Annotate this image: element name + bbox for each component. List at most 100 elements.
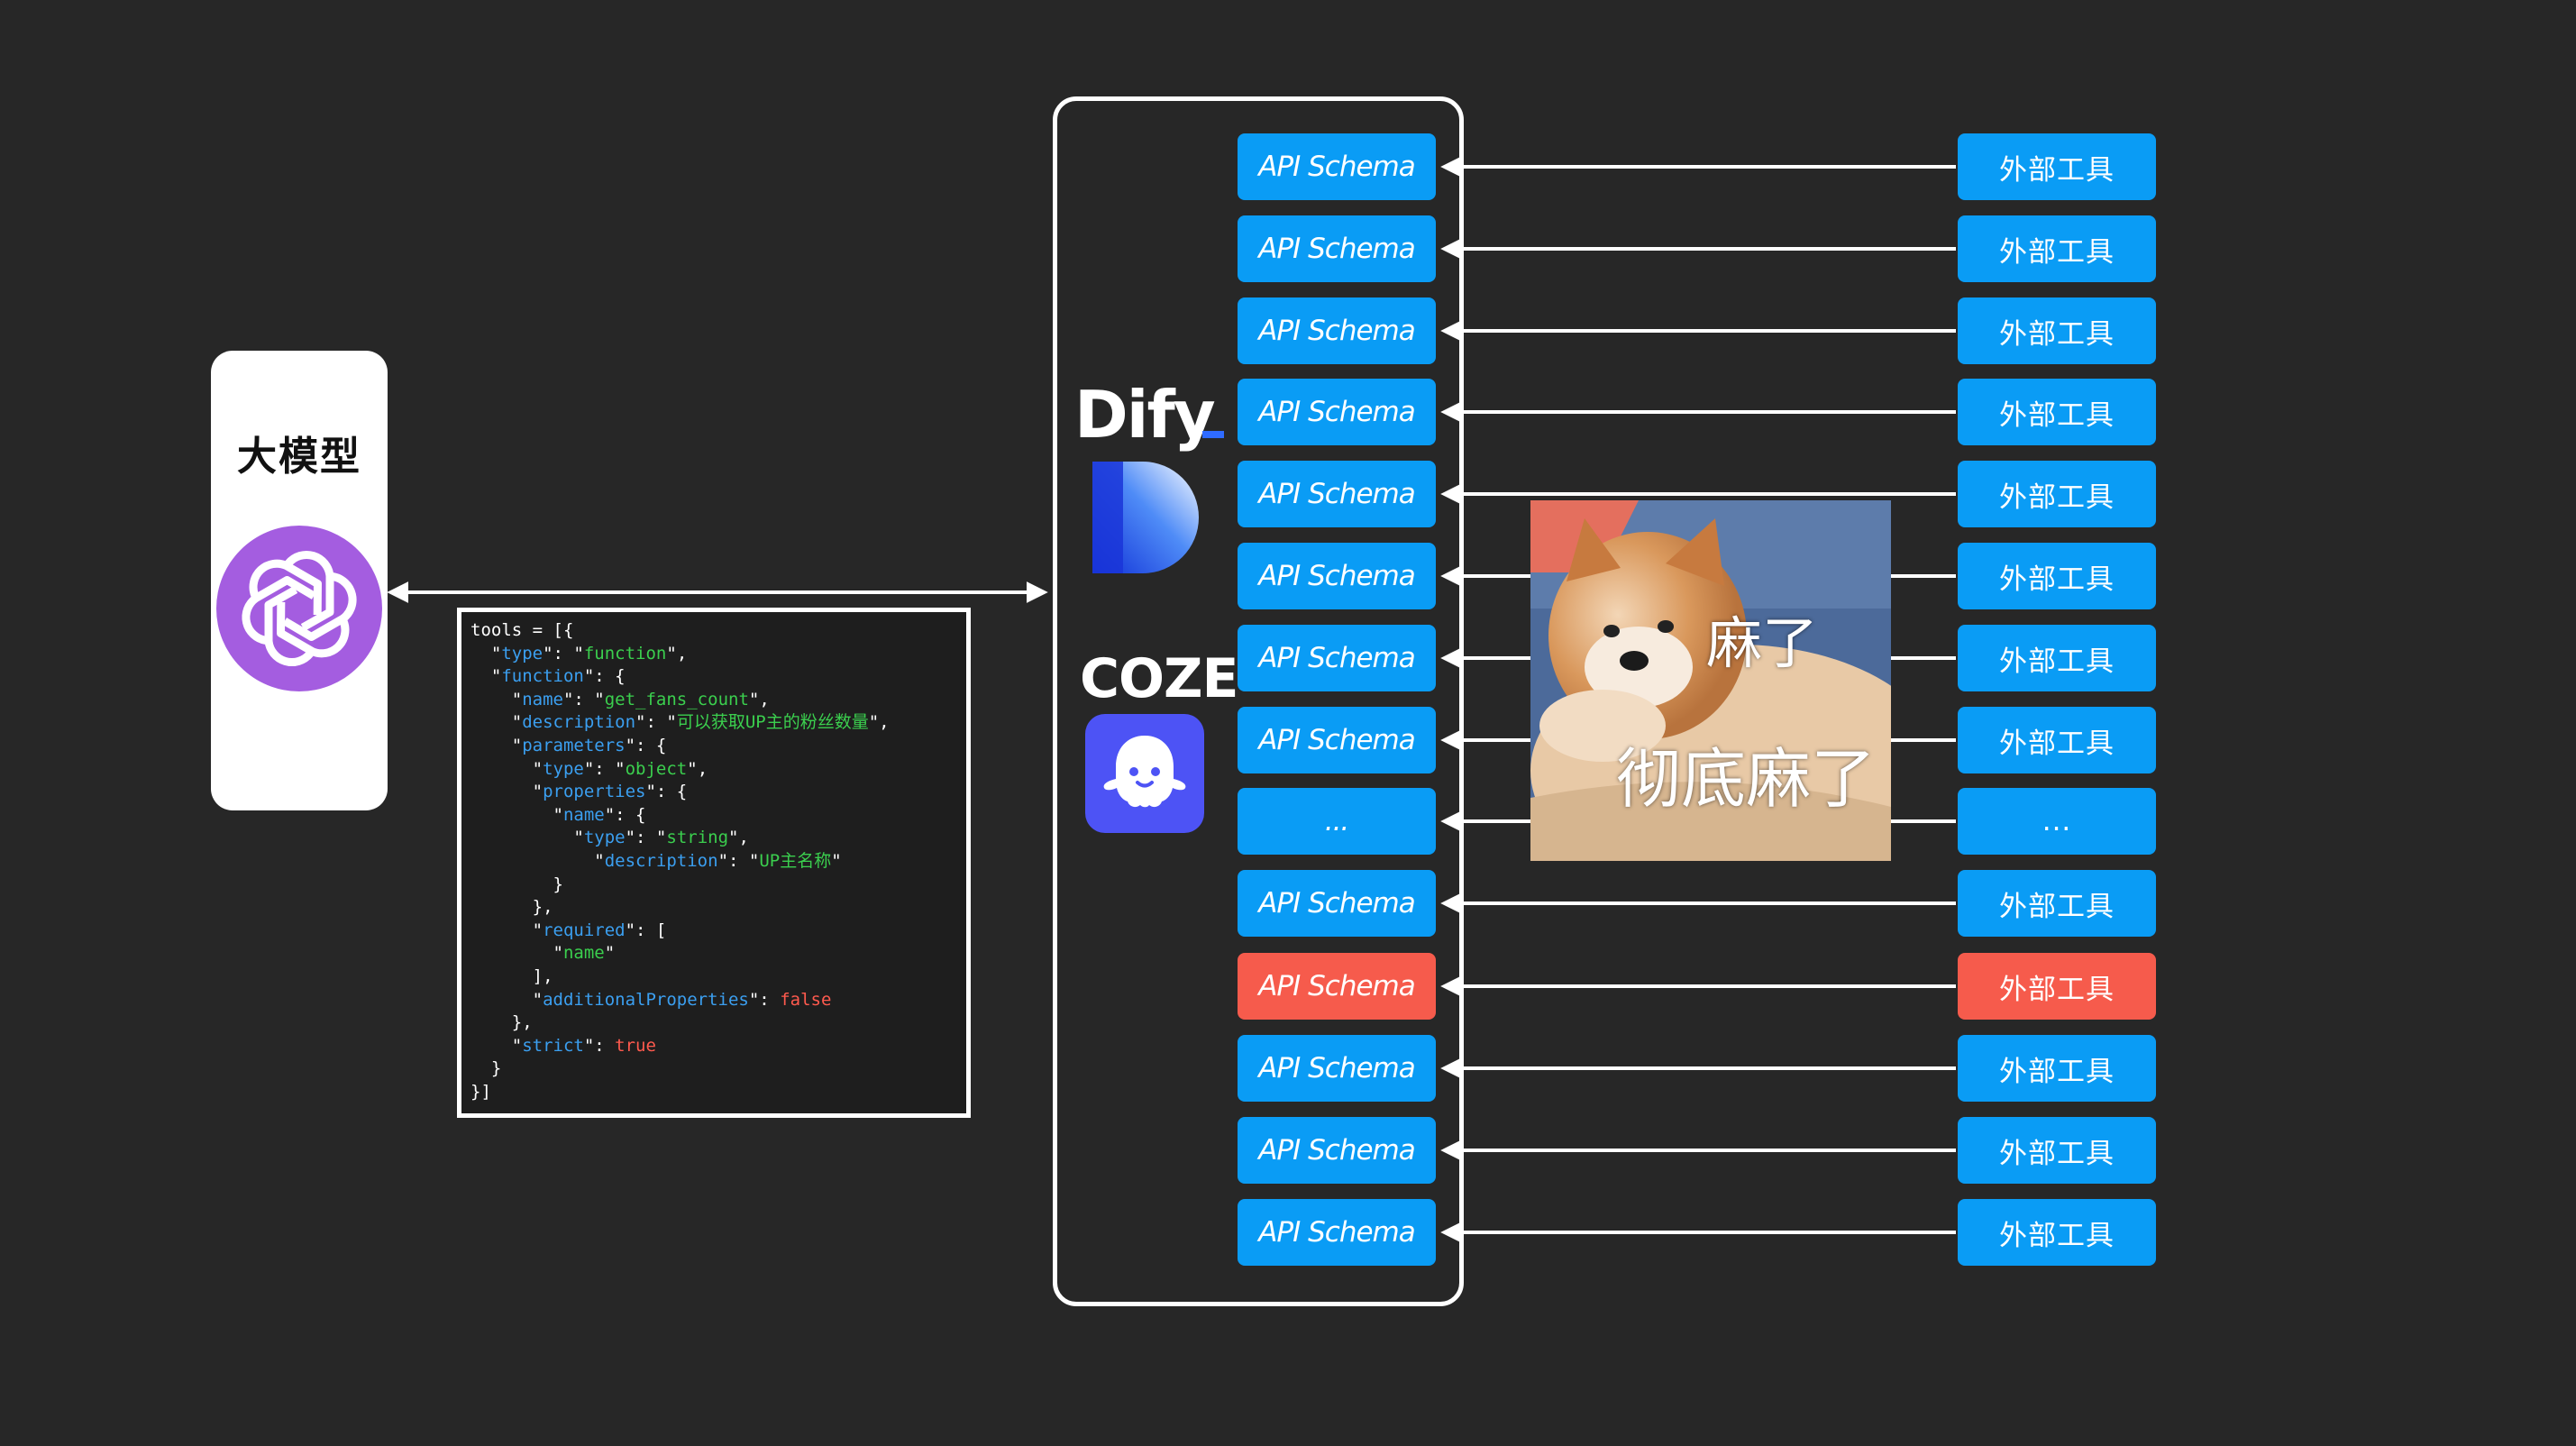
code-line: tools = [{ (470, 619, 966, 643)
code-line: "required": [ (470, 920, 966, 943)
code-token: object (625, 758, 688, 779)
code-token: " (470, 666, 502, 687)
code-token: ": " (583, 758, 626, 779)
meme-caption-bottom: 彻底麻了 (1616, 741, 1877, 817)
api-schema-button[interactable]: API Schema (1238, 1035, 1436, 1102)
code-token: " (470, 689, 523, 709)
code-token: strict (522, 1035, 584, 1056)
api-schema-button[interactable]: API Schema (1238, 625, 1436, 691)
dify-wordmark: Dify (1074, 377, 1216, 453)
api-schema-button[interactable]: API Schema (1238, 133, 1436, 200)
api-schema-button[interactable]: ... (1238, 788, 1436, 855)
code-token: " (470, 643, 502, 664)
code-line: } (470, 1057, 966, 1081)
api-schema-button[interactable]: API Schema (1238, 953, 1436, 1020)
code-token: ": (583, 1035, 616, 1056)
api-schema-button[interactable]: API Schema (1238, 379, 1436, 445)
code-token: }, (470, 1012, 533, 1033)
code-line: } (470, 874, 966, 897)
code-line: }, (470, 1011, 966, 1035)
external-tool-button[interactable]: 外部工具 (1958, 379, 2156, 445)
code-token: tools = [{ (470, 620, 574, 640)
code-token: ": " (717, 850, 760, 871)
api-schema-button[interactable]: API Schema (1238, 1117, 1436, 1184)
dify-wordmark-dot (1202, 431, 1224, 438)
external-tool-button[interactable]: 外部工具 (1958, 953, 2156, 1020)
external-tool-button[interactable]: 外部工具 (1958, 1199, 2156, 1266)
external-tool-button[interactable]: 外部工具 (1958, 625, 2156, 691)
code-line: "additionalProperties": false (470, 989, 966, 1012)
code-token: string (666, 828, 729, 848)
code-line: "name" (470, 942, 966, 966)
api-schema-button[interactable]: API Schema (1238, 707, 1436, 773)
code-token: true (615, 1035, 656, 1056)
code-token: ": { (583, 666, 626, 687)
code-token: ": (748, 989, 781, 1010)
code-line: }, (470, 896, 966, 920)
external-tool-button[interactable]: 外部工具 (1958, 1035, 2156, 1102)
code-token: 可以获取UP主的粉丝数量 (676, 712, 869, 733)
code-token: ": { (645, 782, 688, 802)
code-line: "type": "function", (470, 643, 966, 666)
openai-logo-icon (216, 526, 382, 691)
external-tool-button[interactable]: 外部工具 (1958, 543, 2156, 609)
code-line: "function": { (470, 665, 966, 689)
api-schema-button[interactable]: API Schema (1238, 461, 1436, 527)
code-token: ": { (625, 735, 667, 755)
code-token: " (604, 943, 616, 964)
code-line: "description": "可以获取UP主的粉丝数量", (470, 711, 966, 735)
code-token: ", (748, 689, 770, 709)
code-token: parameters (522, 735, 626, 755)
external-tool-button[interactable]: 外部工具 (1958, 297, 2156, 364)
external-tool-button[interactable]: 外部工具 (1958, 215, 2156, 282)
code-token: properties (543, 782, 646, 802)
code-token: get_fans_count (604, 689, 749, 709)
code-token: " (470, 804, 563, 825)
tool-to-schema-arrows (1440, 156, 1956, 1243)
external-tool-button[interactable]: 外部工具 (1958, 707, 2156, 773)
code-token: " (470, 712, 523, 733)
code-line: "name": "get_fans_count", (470, 689, 966, 712)
code-token: ": " (543, 643, 584, 664)
code-token: function (501, 666, 584, 687)
api-schema-button[interactable]: API Schema (1238, 870, 1436, 937)
code-line: ], (470, 966, 966, 989)
code-token: } (470, 1058, 502, 1079)
coze-wordmark: COZE (1080, 647, 1239, 710)
code-token: description (522, 712, 636, 733)
code-token: type (543, 758, 584, 779)
code-token: " (470, 1035, 523, 1056)
code-token: " (470, 989, 544, 1010)
api-schema-button[interactable]: API Schema (1238, 297, 1436, 364)
external-tool-button[interactable]: 外部工具 (1958, 870, 2156, 937)
code-token: ": " (635, 712, 677, 733)
code-token: ", (687, 758, 708, 779)
code-token: type (501, 643, 544, 664)
code-token: ": { (604, 804, 646, 825)
code-token: " (470, 828, 584, 848)
code-token: ", (666, 643, 688, 664)
api-schema-button[interactable]: API Schema (1238, 215, 1436, 282)
external-tool-button[interactable]: 外部工具 (1958, 1117, 2156, 1184)
code-line: "type": "object", (470, 758, 966, 782)
code-token: } (470, 874, 563, 894)
code-token: UP主名称 (759, 850, 832, 871)
api-schema-button[interactable]: API Schema (1238, 1199, 1436, 1266)
code-line: "type": "string", (470, 827, 966, 850)
llm-title: 大模型 (237, 434, 361, 480)
code-token: ", (728, 828, 749, 848)
code-token: name (562, 943, 605, 964)
platform-container (1053, 96, 1464, 1306)
code-token: name (562, 804, 605, 825)
code-token: ", (868, 712, 890, 733)
code-token: " (470, 850, 605, 871)
api-schema-button[interactable]: API Schema (1238, 543, 1436, 609)
external-tool-button[interactable]: ... (1958, 788, 2156, 855)
code-token: name (522, 689, 563, 709)
external-tool-button[interactable]: 外部工具 (1958, 133, 2156, 200)
code-token: }] (470, 1081, 491, 1102)
code-token: " (470, 943, 563, 964)
external-tool-button[interactable]: 外部工具 (1958, 461, 2156, 527)
code-token: }, (470, 897, 553, 918)
